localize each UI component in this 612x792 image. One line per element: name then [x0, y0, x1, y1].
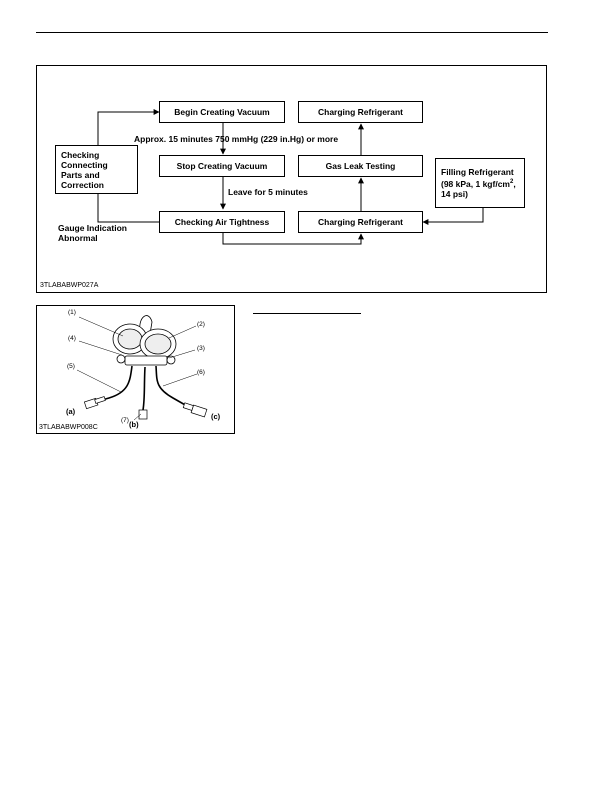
checking-air-label: Checking Air Tightness — [174, 217, 270, 227]
manifold-figure-frame: (1) (2) (4) (3) (5) (6) (7) (a) (b) (c) … — [36, 305, 235, 434]
coupler-c-icon — [190, 404, 208, 418]
leave-note: Leave for 5 minutes — [228, 187, 308, 197]
box-gas-leak: Gas Leak Testing — [298, 155, 423, 177]
callout-1: (1) — [68, 309, 76, 316]
arrow-air-to-charging — [222, 233, 364, 245]
stop-vacuum-label: Stop Creating Vacuum — [176, 161, 268, 171]
arrow-checking-to-begin — [97, 109, 160, 146]
callout-4: (4) — [68, 335, 76, 342]
gauge-note: Gauge Indication Abnormal — [58, 223, 127, 243]
callout-c: (c) — [211, 412, 221, 421]
checking-line-1: Checking — [61, 149, 100, 160]
hose-right — [155, 365, 188, 407]
checking-line-3: Parts and — [61, 169, 100, 180]
charging-bottom-label: Charging Refrigerant — [317, 217, 403, 227]
callout-7: (7) — [121, 417, 129, 424]
arrow-filling-to-charging — [422, 207, 484, 225]
coupler-b-icon — [138, 409, 148, 420]
box-stop-vacuum: Stop Creating Vacuum — [159, 155, 285, 177]
box-filling-refrigerant: Filling Refrigerant (98 kPa, 1 kgf/cm2, … — [435, 158, 525, 208]
filling-line-2: (98 kPa, 1 kgf/cm2, — [441, 178, 516, 189]
charging-top-label: Charging Refrigerant — [317, 107, 403, 117]
gas-leak-label: Gas Leak Testing — [325, 161, 396, 171]
callout-6: (6) — [197, 369, 205, 376]
approx-note: Approx. 15 minutes 750 mmHg (229 in.Hg) … — [134, 134, 339, 144]
header-rule — [36, 32, 548, 33]
section-heading-rule — [253, 313, 361, 314]
manifold-figure-id: 3TLABABWP008C — [39, 424, 98, 431]
manifold-gauge-illustration — [76, 315, 208, 421]
box-checking-connecting: Checking Connecting Parts and Correction — [55, 145, 138, 194]
callout-b: (b) — [129, 420, 139, 429]
begin-vacuum-label: Begin Creating Vacuum — [174, 107, 270, 117]
gauge-note-line-1: Gauge Indication — [58, 223, 127, 233]
flowchart-figure-id: 3TLABABWP027A — [40, 282, 99, 289]
checking-line-2: Connecting — [61, 159, 108, 170]
hose-left — [94, 365, 133, 403]
gauge-note-line-2: Abnormal — [58, 233, 98, 243]
manifold-body — [124, 355, 168, 366]
checking-line-4: Correction — [61, 179, 104, 190]
callout-3: (3) — [197, 345, 205, 352]
callout-5: (5) — [67, 363, 75, 370]
left-valve-knob-icon — [116, 354, 126, 364]
box-checking-air: Checking Air Tightness — [159, 211, 285, 233]
filling-line-1: Filling Refrigerant — [441, 167, 514, 178]
box-charging-bottom: Charging Refrigerant — [298, 211, 423, 233]
filling-line-3: 14 psi) — [441, 188, 468, 199]
hose-center — [142, 366, 146, 411]
callout-a: (a) — [66, 407, 76, 416]
box-begin-vacuum: Begin Creating Vacuum — [159, 101, 285, 123]
flowchart-frame: Begin Creating Vacuum Charging Refrigera… — [36, 65, 547, 293]
callout-2: (2) — [197, 321, 205, 328]
box-charging-top: Charging Refrigerant — [298, 101, 423, 123]
